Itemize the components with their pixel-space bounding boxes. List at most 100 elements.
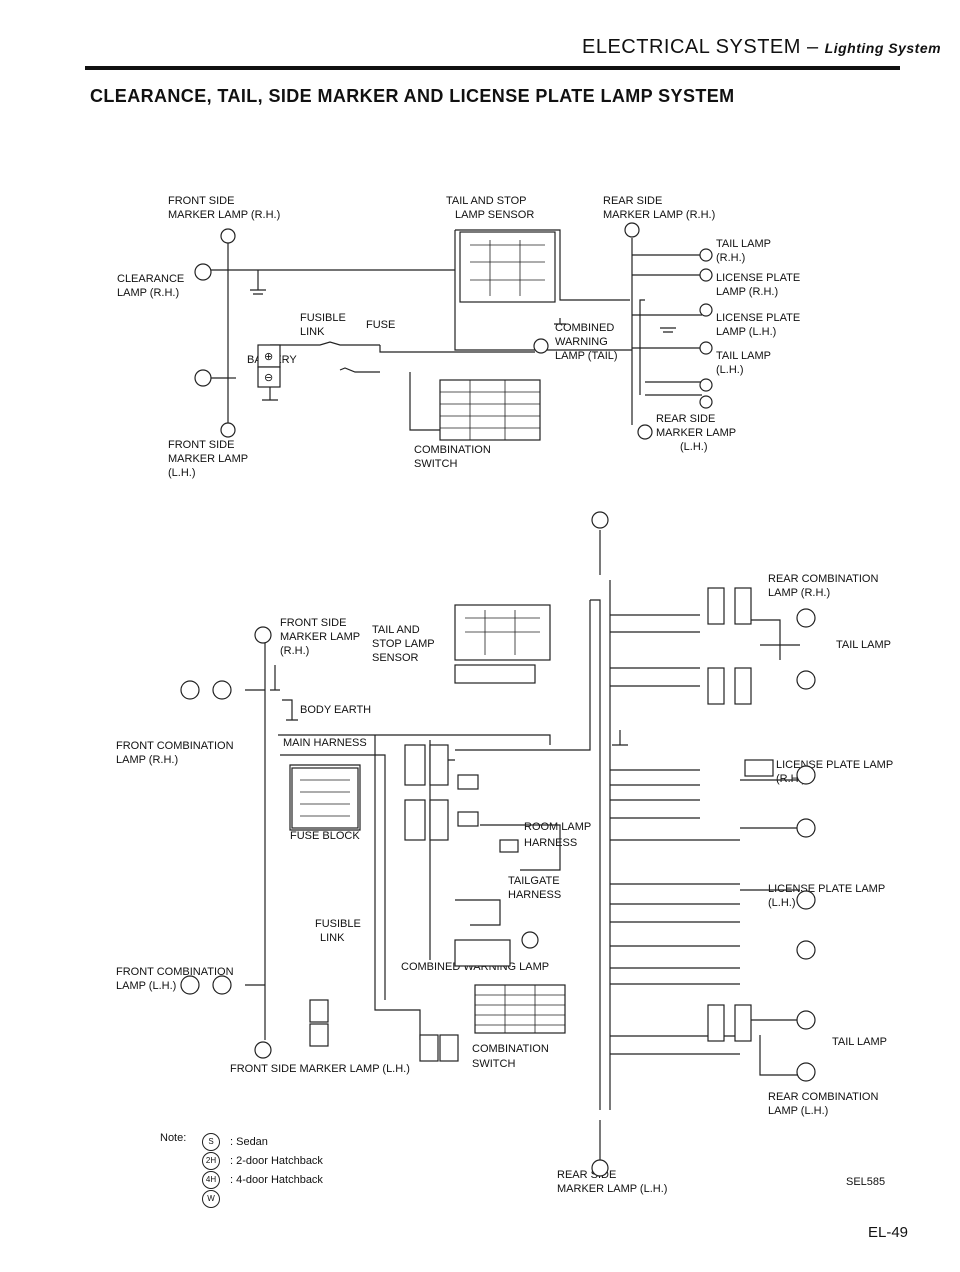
d1-battery-minus-sign: ⊖	[264, 372, 273, 384]
diagram-1: FRONT SIDE MARKER LAMP (R.H.) CLEARANCE …	[117, 195, 800, 479]
d1-license-rh-l2: LAMP (R.H.)	[716, 286, 778, 298]
d1-rear-side-lh-l2: MARKER LAMP	[656, 427, 736, 439]
d1-license-lh-l2: LAMP (L.H.)	[716, 326, 776, 338]
d2-front-side-lh-connector	[254, 1041, 272, 1059]
d1-combined-l3: LAMP (TAIL)	[555, 350, 618, 362]
note-symbol-icon: 4H	[202, 1170, 220, 1189]
d2-rear-side-rh-connector	[591, 511, 609, 529]
note-text: : 4-door Hatchback	[230, 1173, 323, 1186]
d2-fuse-block: FUSE BLOCK	[290, 830, 360, 842]
d2-main-connector-b	[429, 744, 449, 786]
d2-harness-connector	[499, 839, 519, 853]
d1-clearance-rh-l1: CLEARANCE	[117, 273, 184, 285]
d2-license-lh-bulb-b	[796, 940, 816, 960]
d2-front-comb-lh-connector-a	[180, 975, 200, 995]
d2-license-lh-l2: (L.H.)	[768, 897, 796, 909]
d2-license-rh-bulb-a	[796, 765, 816, 785]
d2-rear-comb-lh-conn-b	[734, 1004, 752, 1042]
d1-license-rh-connector	[699, 268, 713, 282]
d2-front-side-rh-l3: (R.H.)	[280, 645, 309, 657]
d2-tail-stop-l1: TAIL AND	[372, 624, 420, 636]
d2-license-lh-bulb	[796, 890, 816, 910]
d1-rear-side-rh-l2: MARKER LAMP (R.H.)	[603, 209, 715, 221]
figure-code: SEL585	[846, 1176, 886, 1188]
d2-front-comb-lh-connector-b	[212, 975, 232, 995]
d1-combined-warning-connector	[533, 338, 549, 354]
note-symbol-icon: W	[202, 1189, 220, 1208]
d1-comb-switch-l1: COMBINATION	[414, 444, 491, 456]
d1-tail-rh-l1: TAIL LAMP	[716, 238, 771, 250]
d2-combined-warning-box	[454, 939, 511, 967]
d2-front-comb-rh-connector-b	[212, 680, 232, 700]
d2-license-rh-connector	[744, 759, 774, 777]
d2-main-harness: MAIN HARNESS	[283, 737, 367, 749]
d2-rear-comb-rh-conn-b	[734, 587, 752, 625]
d1-combined-l1: COMBINED	[555, 322, 614, 334]
d2-tail-stop-sensor-box	[454, 604, 551, 661]
d1-rear-side-lh-connector	[637, 424, 653, 440]
d2-comb-switch-l2: SWITCH	[472, 1058, 515, 1070]
d1-front-side-lh-l1: FRONT SIDE	[168, 439, 234, 451]
note-symbol-icon: 2H	[202, 1151, 220, 1170]
page-title: CLEARANCE, TAIL, SIDE MARKER AND LICENSE…	[90, 86, 735, 106]
d1-tail-extra2-connector	[699, 395, 713, 409]
d2-front-side-rh-l2: MARKER LAMP	[280, 631, 360, 643]
d1-battery-minus	[257, 366, 281, 388]
d1-front-side-lh-l3: (L.H.)	[168, 467, 196, 479]
d1-front-side-rh-l1: FRONT SIDE	[168, 195, 234, 207]
d2-rear-side-lh-connector	[591, 1159, 609, 1177]
subsection-title: Lighting System	[824, 40, 942, 56]
d2-license-lh-l1: LICENSE PLATE LAMP	[768, 883, 885, 895]
d2-tailgate-l2: HARNESS	[508, 889, 561, 901]
d1-tail-rh-connector	[699, 248, 713, 262]
d1-combination-switch	[439, 379, 541, 441]
d1-tail-lh-l2: (L.H.)	[716, 364, 744, 376]
d1-fusible-l1: FUSIBLE	[300, 312, 346, 324]
note-item: 4H : 4-door Hatchback	[202, 1170, 402, 1189]
d1-front-side-rh-l2: MARKER LAMP (R.H.)	[168, 209, 280, 221]
d2-rear-comb-lh-conn-a	[707, 1004, 725, 1042]
note-item: S : Sedan	[202, 1132, 402, 1151]
d2-front-comb-lh-l2: LAMP (L.H.)	[116, 980, 176, 992]
note-symbol-icon: S	[202, 1132, 220, 1151]
d2-front-comb-rh-connector-a	[180, 680, 200, 700]
d2-room-connector-a	[457, 774, 479, 790]
d2-front-comb-rh-l1: FRONT COMBINATION	[116, 740, 234, 752]
d1-clearance-rh-l2: LAMP (R.H.)	[117, 287, 179, 299]
d2-rear-comb-rh-conn-c	[707, 667, 725, 705]
d1-tail-rh-l2: (R.H.)	[716, 252, 745, 264]
note-text: : 2-door Hatchback	[230, 1154, 323, 1167]
page-header: ELECTRICAL SYSTEM – Lighting System	[0, 0, 960, 80]
d1-tail-stop-sensor-box	[459, 231, 556, 303]
d2-comb-switch-l1: COMBINATION	[472, 1043, 549, 1055]
d1-rear-side-lh-l3: (L.H.)	[680, 441, 708, 453]
d2-combined-warning-lamp	[521, 931, 539, 949]
d2-rear-side-lh-l2: MARKER LAMP (L.H.)	[557, 1183, 667, 1195]
d2-tail-lh-bulb-a	[796, 1010, 816, 1030]
note-text: : Sedan	[230, 1135, 268, 1148]
page-number: EL-49	[868, 1224, 909, 1241]
d2-fuse-block-box	[291, 767, 359, 829]
d2-rear-comb-lh-l2: LAMP (L.H.)	[768, 1105, 828, 1117]
d2-license-rh-bulb-b	[796, 818, 816, 838]
d2-body-earth: BODY EARTH	[300, 704, 371, 716]
d2-main-connector-c	[404, 799, 426, 841]
d1-tail-lh-l1: TAIL LAMP	[716, 350, 771, 362]
d2-rear-comb-lh-l1: REAR COMBINATION	[768, 1091, 878, 1103]
d2-combined-warning: COMBINED WARNING LAMP	[401, 961, 549, 973]
d2-sensor-connector	[454, 664, 536, 684]
d2-main-connector-d	[429, 799, 449, 841]
d2-front-side-rh-connector	[254, 626, 272, 644]
d2-tail-lamp-1: TAIL LAMP	[836, 639, 891, 651]
d1-license-rh-l1: LICENSE PLATE	[716, 272, 800, 284]
d1-clearance-lh-connector	[194, 369, 212, 387]
notes-list: S : Sedan 2H : 2-door Hatchback 4H : 4-d…	[202, 1132, 402, 1208]
d2-switch-connector-b	[439, 1034, 459, 1062]
d2-front-comb-lh-l1: FRONT COMBINATION	[116, 966, 234, 978]
d2-rear-comb-rh-conn-a	[707, 587, 725, 625]
d2-room-lamp: ROOM LAMP	[524, 821, 591, 833]
d1-combined-l2: WARNING	[555, 336, 608, 348]
d1-front-side-lh-l2: MARKER LAMP	[168, 453, 248, 465]
d2-tailgate-l1: TAILGATE	[508, 875, 560, 887]
